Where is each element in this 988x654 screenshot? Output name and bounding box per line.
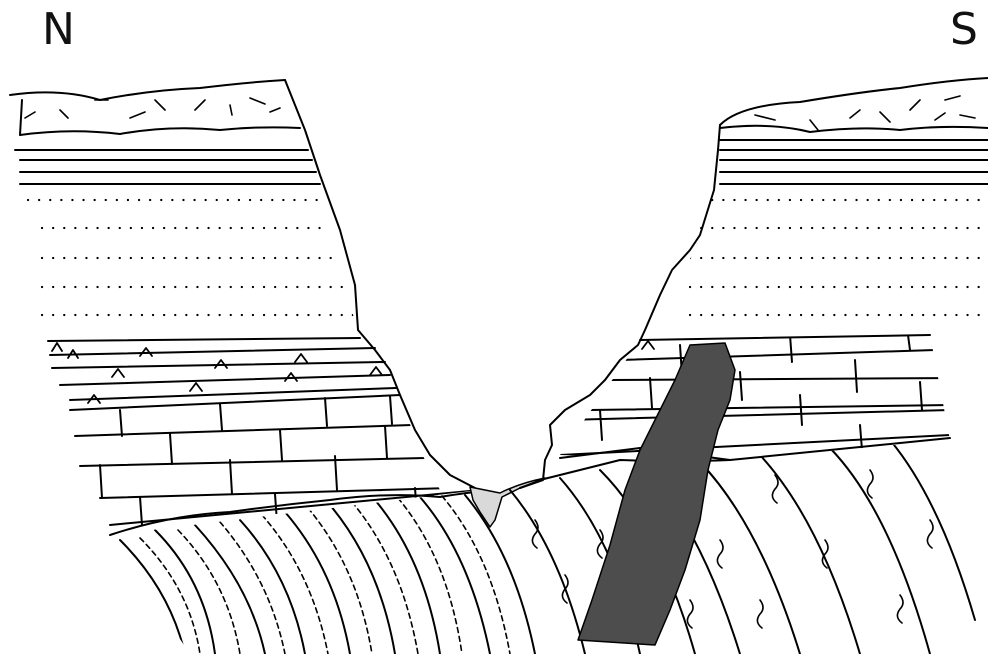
north-salt-lines <box>50 348 396 400</box>
south-dotted-sandstone <box>690 200 988 315</box>
basement-folds <box>120 440 975 654</box>
igneous-dike <box>578 343 735 645</box>
south-cap-rock <box>720 78 988 125</box>
south-caret <box>642 341 654 349</box>
south-strata-lines <box>720 140 988 184</box>
valley-fill <box>470 478 545 527</box>
south-cap-marks <box>755 96 975 130</box>
north-cap-rock <box>10 80 285 100</box>
south-label: S <box>950 8 978 52</box>
north-dotted-sandstone <box>28 200 360 315</box>
north-label: N <box>42 8 75 52</box>
south-layer-top <box>640 335 930 340</box>
north-cap-marks <box>25 98 280 118</box>
north-salt-top <box>48 338 360 341</box>
north-cap-left-edge <box>20 100 22 135</box>
north-cap-base <box>20 127 300 135</box>
unconformity <box>110 438 950 535</box>
north-strata-lines <box>15 150 320 184</box>
south-cap-base <box>720 126 988 132</box>
